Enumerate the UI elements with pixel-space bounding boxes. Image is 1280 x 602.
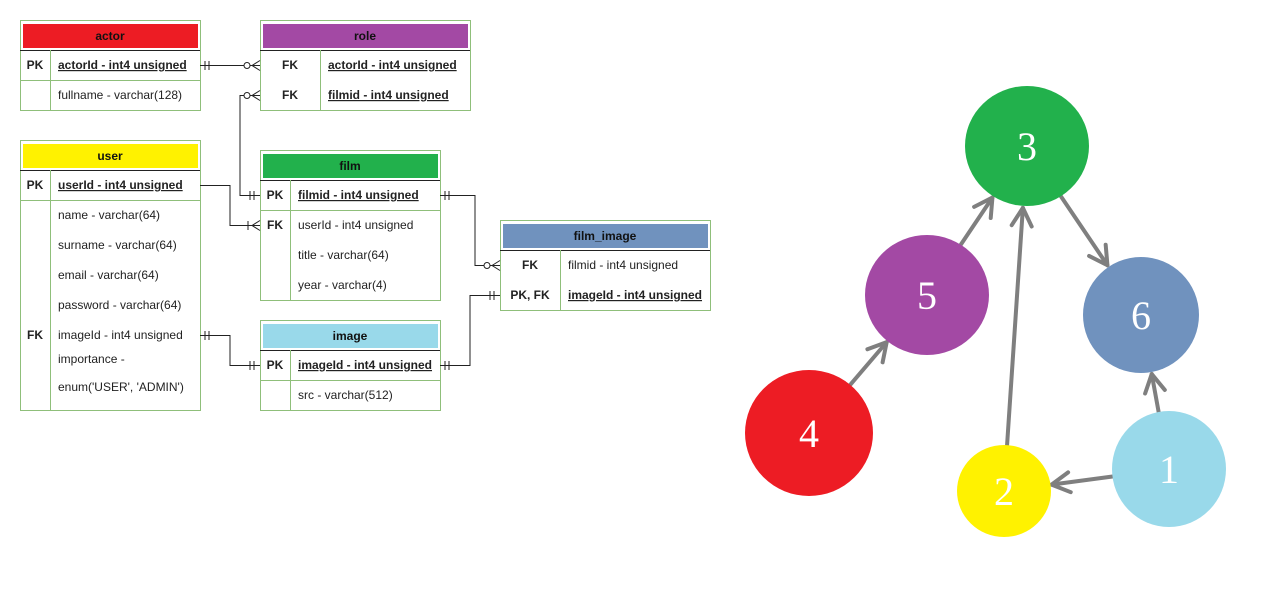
column-definition: surname - varchar(64)	[58, 238, 177, 252]
column-definition: password - varchar(64)	[58, 298, 181, 312]
graph-node-3: 3	[965, 86, 1089, 206]
table-title: film	[339, 159, 360, 173]
edge-line	[1049, 474, 1117, 487]
key-label: PK	[27, 178, 44, 192]
column-definition: email - varchar(64)	[58, 268, 159, 282]
column-definition: filmid - int4 unsigned	[328, 88, 449, 102]
edge-4-to-5	[846, 340, 889, 389]
column-definition: year - varchar(4)	[298, 278, 387, 292]
edge-2-to-3	[1004, 205, 1034, 450]
key-label: PK	[27, 58, 44, 72]
column-definition: imageId - int4 unsigned	[298, 358, 432, 372]
arrowhead	[865, 340, 889, 365]
edge-3-to-6	[1057, 192, 1110, 268]
key-label: PK	[267, 188, 284, 202]
cardinality-circle	[483, 262, 491, 269]
column-definition: userId - int4 unsigned	[58, 178, 183, 192]
arrowhead	[972, 195, 995, 220]
edge-5-to-3	[957, 195, 995, 249]
column-definition: enum('USER', 'ADMIN')	[58, 380, 184, 394]
graph-node-5: 5	[865, 235, 989, 355]
column-definition: filmid - int4 unsigned	[568, 258, 678, 272]
column-definition: imageId - int4 unsigned	[58, 328, 183, 342]
node-label: 5	[917, 273, 937, 318]
key-label: FK	[282, 58, 298, 72]
node-circle	[745, 370, 873, 496]
table-header-bar	[23, 144, 198, 168]
node-circle	[957, 445, 1051, 537]
cardinality-circle	[243, 62, 251, 69]
node-label: 1	[1159, 447, 1179, 492]
column-definition: title - varchar(64)	[298, 248, 389, 262]
table-header-bar	[263, 324, 438, 348]
key-label: PK	[267, 358, 284, 372]
relation-image-filmimage	[440, 295, 500, 366]
node-label: 4	[799, 411, 819, 456]
column-definition: importance -	[58, 352, 125, 366]
column-definition: actorId - int4 unsigned	[328, 58, 457, 72]
table-header-bar	[503, 224, 708, 248]
table-header-bar	[263, 24, 468, 48]
table-title: actor	[95, 29, 125, 43]
column-definition: userId - int4 unsigned	[298, 218, 413, 232]
graph-node-6: 6	[1083, 257, 1199, 373]
key-label: FK	[282, 88, 298, 102]
crows-foot	[251, 220, 261, 231]
node-label: 2	[994, 469, 1014, 514]
arrowhead	[1049, 470, 1073, 495]
graph-node-4: 4	[745, 370, 873, 496]
cardinality-circle	[243, 92, 251, 99]
key-label: FK	[27, 328, 43, 342]
table-header-bar	[23, 24, 198, 48]
graph-node-1: 1	[1112, 411, 1226, 527]
relation-user-image	[200, 335, 260, 366]
table-title: role	[354, 29, 376, 43]
graph-node-2: 2	[957, 445, 1051, 537]
node-circle	[1112, 411, 1226, 527]
arrowhead	[1143, 372, 1167, 396]
column-definition: name - varchar(64)	[58, 208, 160, 222]
edge-1-to-6	[1143, 372, 1167, 417]
node-label: 6	[1131, 293, 1151, 338]
relation-user-film	[200, 185, 260, 226]
column-definition: actorId - int4 unsigned	[58, 58, 187, 72]
key-label: PK, FK	[510, 288, 550, 302]
crows-foot	[251, 60, 261, 71]
column-definition: filmid - int4 unsigned	[298, 188, 419, 202]
node-circle	[965, 86, 1089, 206]
edge-line	[957, 195, 995, 249]
column-definition: fullname - varchar(128)	[58, 88, 182, 102]
key-label: FK	[522, 258, 538, 272]
edge-line	[1057, 192, 1110, 268]
table-header-bar	[263, 154, 438, 178]
table-title: user	[97, 149, 123, 163]
edge-line	[1004, 205, 1025, 450]
edge-line	[846, 340, 889, 389]
arrowhead	[1009, 205, 1034, 229]
edge-1-to-2	[1049, 470, 1117, 495]
table-title: film_image	[574, 229, 637, 243]
column-definition: src - varchar(512)	[298, 388, 393, 402]
node-label: 3	[1017, 124, 1037, 169]
column-definition: imageId - int4 unsigned	[568, 288, 702, 302]
relation-film-filmimage	[440, 195, 500, 266]
directed-graph: 3 5 6 4 2 1	[745, 86, 1226, 537]
table-title: image	[333, 329, 368, 343]
arrowhead	[1087, 242, 1110, 268]
node-circle	[865, 235, 989, 355]
edge-line	[1149, 372, 1162, 417]
crows-foot	[251, 90, 261, 101]
node-circle	[1083, 257, 1199, 373]
relation-role-film	[239, 95, 260, 196]
key-label: FK	[267, 218, 283, 232]
crows-foot	[491, 260, 501, 271]
